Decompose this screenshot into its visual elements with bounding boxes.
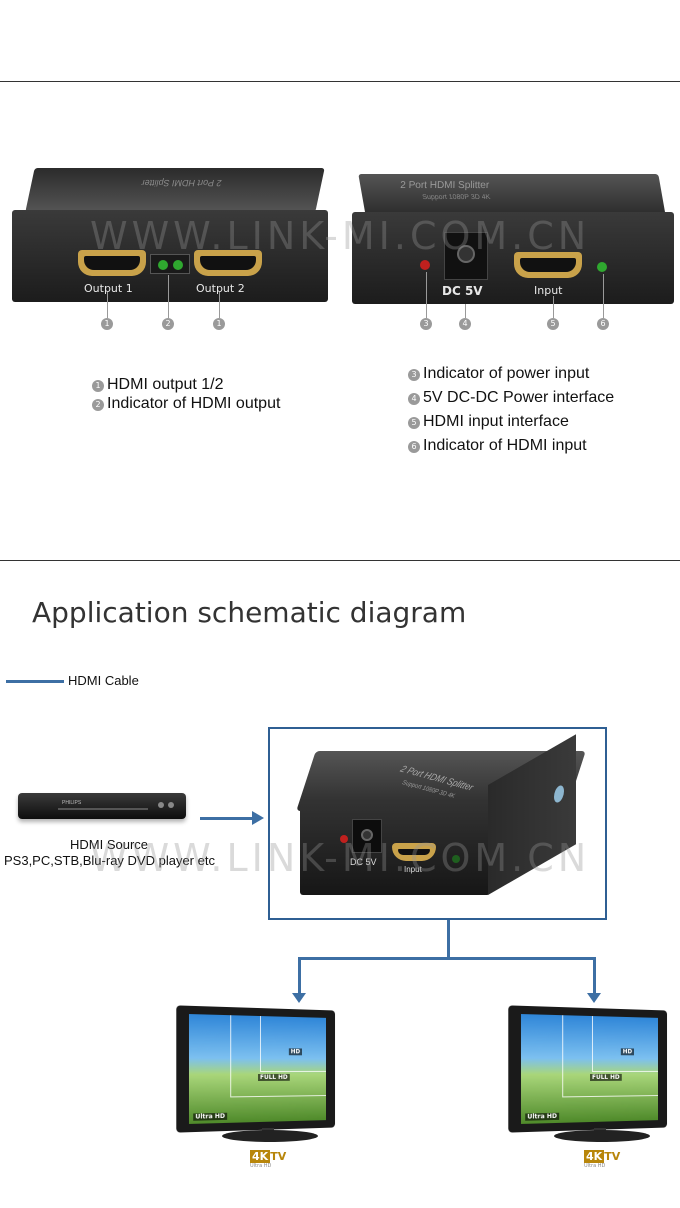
- tv-left-logo-4k: 4K: [250, 1150, 270, 1163]
- tv-right-tag-fullhd: FULL HD: [590, 1074, 622, 1081]
- cable-branch: [298, 957, 596, 960]
- tv-left-logo-tv: TV: [270, 1150, 286, 1163]
- legend-item-2: 2Indicator of HDMI output: [92, 395, 280, 413]
- callout-4: 4: [459, 318, 471, 330]
- callout-5: 5: [547, 318, 559, 330]
- input-led-icon: [597, 262, 607, 272]
- cable-legend-line: [6, 680, 64, 683]
- tv-left-logo: 4KTV Ultra HD: [250, 1150, 286, 1169]
- power-led-icon: [420, 260, 430, 270]
- front-top-print: 2 Port HDMI Splitter: [140, 178, 222, 188]
- section-title: Application schematic diagram: [32, 596, 466, 629]
- tv-right-tag-hd: HD: [621, 1048, 634, 1055]
- callout-1b: 1: [213, 318, 225, 330]
- cable-right-down: [593, 957, 596, 993]
- callout-2: 2: [162, 318, 174, 330]
- tv-left-tag-fullhd: FULL HD: [258, 1074, 290, 1081]
- callout-1a: 1: [101, 318, 113, 330]
- tv-left-logo-sub: Ultra HD: [250, 1163, 286, 1169]
- splitter-side-screw-icon: [554, 783, 564, 805]
- legend-num-3: 3: [408, 369, 420, 381]
- cable-source-to-splitter: [200, 817, 252, 820]
- legend-text-6: Indicator of HDMI input: [423, 437, 587, 454]
- arrow-right-icon: [252, 811, 264, 825]
- legend-num-5: 5: [408, 417, 420, 429]
- tv-right-stand: [554, 1130, 650, 1142]
- callout-line: [553, 296, 554, 318]
- cable-splitter-down: [447, 920, 450, 958]
- callout-line: [219, 292, 220, 318]
- tv-left-stand: [222, 1130, 318, 1142]
- tv-right-logo-sub: Ultra HD: [584, 1163, 620, 1169]
- output1-led-icon: [158, 260, 168, 270]
- dvd-player-icon: PHILIPS: [18, 793, 186, 819]
- top-divider: [0, 81, 680, 82]
- tv-right-tag-ultrahd: Ultra HD: [525, 1113, 559, 1121]
- legend-item-6: 6Indicator of HDMI input: [408, 437, 587, 455]
- callout-6: 6: [597, 318, 609, 330]
- cable-left-down: [298, 957, 301, 993]
- tv-right-logo-4k: 4K: [584, 1150, 604, 1163]
- callout-line: [426, 272, 427, 318]
- watermark-bottom: WWW.LINK-MI.COM.CN: [90, 836, 590, 880]
- legend-num-2: 2: [92, 399, 104, 411]
- arrow-down-left-icon: [292, 993, 306, 1003]
- legend-text-3: Indicator of power input: [423, 365, 589, 382]
- legend-num-4: 4: [408, 393, 420, 405]
- tv-right-logo-tv: TV: [604, 1150, 620, 1163]
- legend-item-4: 45V DC-DC Power interface: [408, 389, 614, 407]
- legend-text-5: HDMI input interface: [423, 413, 569, 430]
- tv-left-tag-ultrahd: Ultra HD: [193, 1113, 227, 1121]
- callout-line: [603, 274, 604, 318]
- middle-divider: [0, 560, 680, 561]
- callout-line: [107, 292, 108, 318]
- legend-item-1: 1HDMI output 1/2: [92, 376, 224, 394]
- back-device-top: 2 Port HDMI Splitter Support 1080P 3D 4K: [358, 174, 665, 216]
- legend-item-3: 3Indicator of power input: [408, 365, 589, 383]
- legend-item-5: 5HDMI input interface: [408, 413, 569, 431]
- front-device-top: 2 Port HDMI Splitter: [25, 168, 324, 212]
- callout-3: 3: [420, 318, 432, 330]
- splitter-frame: 2 Port HDMI Splitter Support 1080P 3D 4K…: [268, 727, 607, 920]
- back-top-print-sub: Support 1080P 3D 4K: [422, 194, 491, 201]
- arrow-down-right-icon: [587, 993, 601, 1003]
- legend-num-1: 1: [92, 380, 104, 392]
- legend-text-4: 5V DC-DC Power interface: [423, 389, 614, 406]
- dvd-brand: PHILIPS: [62, 800, 81, 806]
- dc-label: DC 5V: [442, 284, 483, 298]
- tv-right-screen: HD FULL HD Ultra HD: [521, 1014, 658, 1124]
- output1-label: Output 1: [84, 282, 133, 295]
- tv-left-screen: HD FULL HD Ultra HD: [189, 1014, 326, 1124]
- output2-label: Output 2: [196, 282, 245, 295]
- output2-led-icon: [173, 260, 183, 270]
- tv-left-frame: HD FULL HD Ultra HD: [176, 1005, 335, 1132]
- callout-line: [465, 304, 466, 318]
- tv-left-tag-hd: HD: [289, 1048, 302, 1055]
- back-top-print: 2 Port HDMI Splitter: [399, 180, 490, 191]
- tv-right-frame: HD FULL HD Ultra HD: [508, 1005, 667, 1132]
- legend-num-6: 6: [408, 441, 420, 453]
- tv-right-logo: 4KTV Ultra HD: [584, 1150, 620, 1169]
- input-label: Input: [534, 284, 562, 297]
- watermark-top: WWW.LINK-MI.COM.CN: [90, 214, 590, 258]
- legend-text-2: Indicator of HDMI output: [107, 395, 280, 412]
- legend-text-1: HDMI output 1/2: [107, 376, 224, 393]
- cable-legend-label: HDMI Cable: [68, 673, 139, 688]
- callout-line: [168, 275, 169, 318]
